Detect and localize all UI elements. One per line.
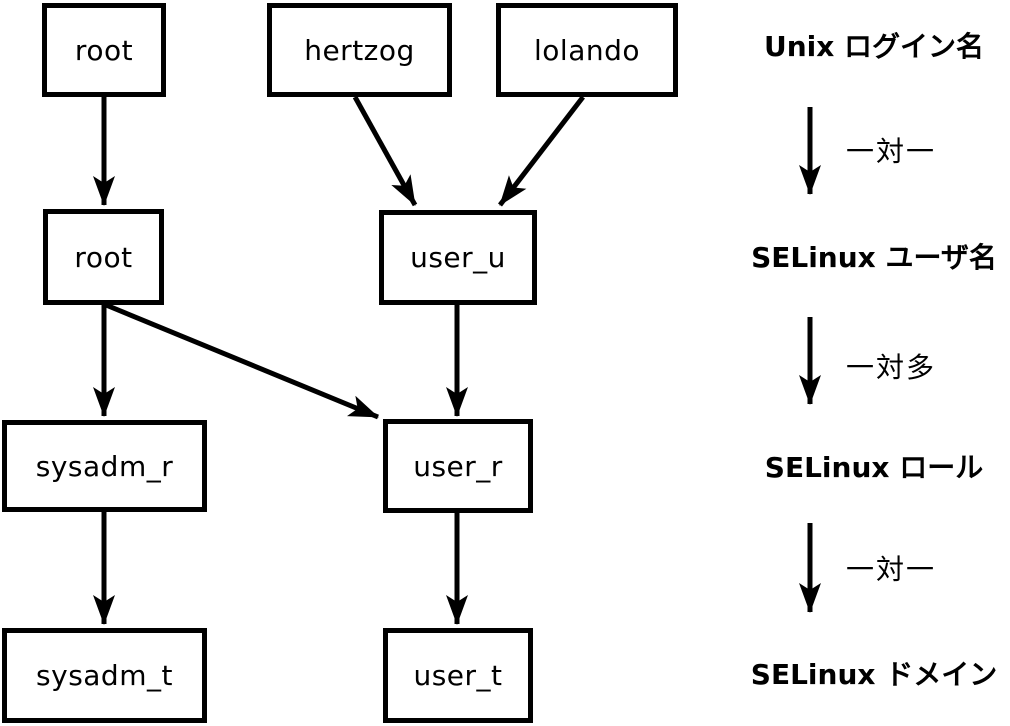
edge-lolando-to-useru: [498, 95, 585, 207]
node-user-u: user_u: [379, 210, 537, 305]
edge-selinuxroot-to-userr: [105, 302, 379, 420]
node-sysadm-r: sysadm_r: [2, 420, 207, 512]
level-label-unix-login-name: Unix ログイン名: [763, 30, 985, 63]
level-label-selinux-role: SELinux ロール: [764, 451, 984, 484]
relation-label-one-to-one-2: 一対一: [846, 553, 937, 586]
level-label-selinux-domain: SELinux ドメイン: [750, 658, 998, 691]
node-lolando: lolando: [496, 3, 678, 97]
relation-label-one-to-many: 一対多: [846, 351, 937, 384]
node-user-t: user_t: [383, 628, 533, 723]
node-hertzog: hertzog: [267, 3, 452, 97]
node-sysadm-t: sysadm_t: [2, 628, 207, 723]
node-selinux-root: root: [43, 209, 164, 305]
relation-label-one-to-one-1: 一対一: [846, 135, 937, 168]
node-unix-root: root: [42, 3, 166, 97]
edge-hertzog-to-useru: [352, 95, 418, 207]
level-label-selinux-user-name: SELinux ユーザ名: [751, 241, 997, 274]
node-user-r: user_r: [383, 419, 533, 513]
